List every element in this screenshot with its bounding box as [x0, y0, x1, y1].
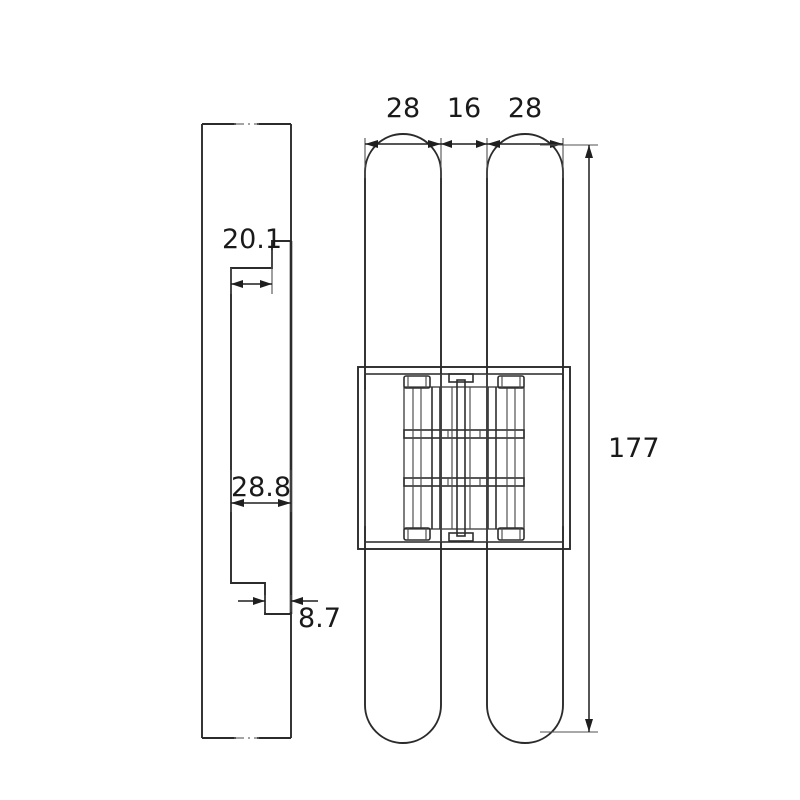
dimension-label-28-8: 28.8: [231, 472, 291, 503]
hinge-leaf-right: [486, 133, 564, 744]
knuckle-pillar-right: [487, 387, 516, 529]
arrowhead-left: [365, 140, 378, 148]
arrowhead-left: [487, 140, 500, 148]
arrowhead-right: [550, 140, 563, 148]
side-section-view: 20.1 28.8 8.7: [201, 123, 341, 739]
arrowhead-right: [476, 140, 487, 148]
dimension-177: 177: [540, 144, 660, 733]
hinge-body-assembly: [357, 366, 571, 550]
side-view-recess-profile: [230, 240, 293, 615]
front-view: 28 16 28: [357, 93, 660, 744]
dimension-28-left: 28: [365, 93, 441, 148]
dimension-row-top: 28 16 28: [364, 93, 564, 178]
arrowhead-left: [441, 140, 452, 148]
hinge-leaf-left: [364, 133, 442, 744]
dimension-label-16: 16: [447, 93, 481, 124]
arrowhead-right: [278, 499, 291, 507]
side-view-outer-body: [201, 123, 292, 739]
dimension-label-28-right: 28: [508, 93, 542, 124]
dimension-label-177: 177: [608, 433, 660, 464]
pivot-pin: [448, 373, 474, 542]
arrowhead-bottom: [585, 719, 593, 732]
dimension-label-8-7: 8.7: [298, 603, 341, 634]
knuckle-block: [403, 386, 525, 530]
arrowhead-right: [291, 597, 303, 605]
adjustment-screw-top-left: [403, 375, 431, 389]
dimension-20-1: 20.1: [222, 224, 282, 294]
arrowhead-right: [428, 140, 441, 148]
knuckle-pillar-left: [412, 387, 441, 529]
arrowhead-top: [585, 145, 593, 158]
dimension-28-8: 28.8: [230, 470, 292, 512]
arrowhead-left: [231, 280, 243, 288]
arrowhead-left: [231, 499, 244, 507]
arrowhead-left: [253, 597, 265, 605]
dimension-28-right: 28: [487, 93, 563, 148]
dimension-8-7: 8.7: [238, 595, 341, 634]
arrowhead-right: [260, 280, 272, 288]
adjustment-screw-bottom-left: [403, 527, 431, 541]
adjustment-screw-top-right: [497, 375, 525, 389]
adjustment-screw-bottom-right: [497, 527, 525, 541]
dimension-label-20-1: 20.1: [222, 224, 282, 255]
dimension-label-28-left: 28: [386, 93, 420, 124]
dimension-16: 16: [441, 93, 487, 148]
